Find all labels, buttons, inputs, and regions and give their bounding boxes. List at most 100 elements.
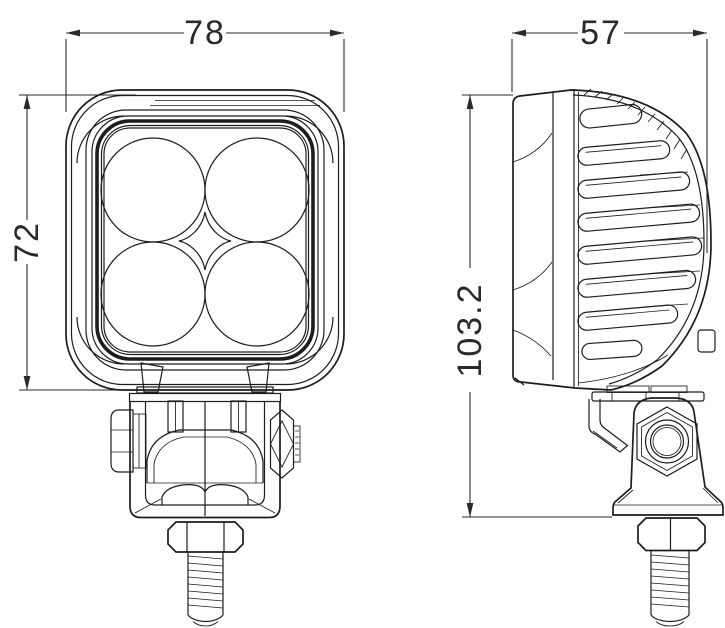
rear-tab bbox=[697, 329, 716, 353]
fin-body bbox=[577, 203, 701, 232]
bottom-inner-curve bbox=[577, 354, 669, 384]
fin-body bbox=[577, 171, 691, 199]
pivot-bolt-stub bbox=[293, 425, 301, 463]
lens-frame bbox=[103, 127, 307, 353]
pivot-hole-mid bbox=[649, 424, 685, 459]
slot-outline bbox=[579, 103, 643, 129]
bezel-ring-2 bbox=[91, 115, 319, 365]
lens-circle bbox=[204, 241, 310, 347]
front-face-curve-top bbox=[512, 132, 553, 163]
bottom-chamfer bbox=[514, 377, 525, 386]
top-edge-hatching bbox=[583, 88, 688, 160]
fin-body bbox=[577, 269, 697, 298]
pivot-nut-right bbox=[269, 409, 301, 479]
dim-front-width-label: 78 bbox=[184, 14, 226, 52]
side-silhouette bbox=[512, 89, 712, 391]
extension-lines bbox=[462, 94, 612, 518]
bezel-seal-band bbox=[95, 119, 315, 361]
mount-hex-nut bbox=[637, 517, 706, 552]
fin-highlight bbox=[585, 176, 682, 186]
neck-left bbox=[140, 362, 164, 393]
fin-body bbox=[577, 304, 679, 331]
stud-tip bbox=[187, 614, 224, 623]
bracket-corner-braces bbox=[134, 498, 276, 514]
bracket-top-plate bbox=[591, 391, 705, 402]
bracket-bell bbox=[612, 397, 724, 516]
yoke-arm-inner bbox=[592, 430, 618, 449]
corner-pad-arcs bbox=[76, 115, 334, 365]
front-housing bbox=[65, 89, 345, 391]
plate-tab-left bbox=[606, 385, 650, 393]
lens-circle bbox=[100, 137, 206, 243]
front-mount bbox=[110, 362, 301, 627]
dim-side-height-label: 103.2 bbox=[451, 282, 489, 377]
plate-tab-right bbox=[650, 385, 688, 393]
front-face-curve-bottom bbox=[512, 329, 552, 357]
fin-highlight bbox=[585, 309, 670, 318]
bracket-yoke-outer bbox=[129, 401, 281, 519]
center-star bbox=[178, 211, 232, 271]
dim-side-depth-label: 57 bbox=[580, 14, 622, 52]
fin-body bbox=[577, 140, 671, 166]
dim-front-height: 72 bbox=[8, 94, 150, 391]
pivot-stub-threads bbox=[295, 430, 299, 456]
front-view: 78 72 bbox=[8, 14, 345, 627]
yoke-arm bbox=[588, 399, 629, 453]
pivot-hole-outer bbox=[644, 419, 690, 464]
bezel-ring-3 bbox=[100, 124, 310, 356]
arrowhead-down bbox=[23, 376, 31, 390]
mount-nut-facets bbox=[186, 522, 225, 552]
bell-flare-folds bbox=[617, 487, 719, 504]
fin-root-lines bbox=[639, 171, 705, 308]
stud-threads bbox=[187, 555, 224, 609]
bolt-head-facets bbox=[111, 429, 133, 453]
dim-side-depth: 57 bbox=[511, 14, 708, 253]
stud-threads bbox=[650, 554, 690, 608]
fin-highlight bbox=[585, 145, 662, 153]
stud-tip-end bbox=[192, 621, 219, 627]
side-view: 57 103.2 bbox=[451, 14, 724, 627]
housing-silhouette bbox=[65, 89, 345, 391]
pivot-hex-boss-inner bbox=[641, 412, 693, 471]
fin-highlight bbox=[585, 208, 692, 219]
heatsink-fin bbox=[577, 236, 703, 265]
arrowhead-up bbox=[23, 95, 31, 109]
fin-highlight bbox=[585, 241, 694, 252]
arrowhead-down bbox=[466, 503, 474, 517]
pivot-nut-hex bbox=[269, 409, 295, 479]
pivot-bolt-left bbox=[110, 409, 147, 473]
heatsink-fin bbox=[577, 171, 691, 199]
body-seam-lines bbox=[552, 89, 575, 388]
dim-front-height-label: 72 bbox=[8, 221, 46, 263]
pivot-hex-boss bbox=[636, 406, 698, 477]
bezel-ring-1 bbox=[85, 109, 325, 371]
dim-front-width: 78 bbox=[65, 14, 345, 112]
threaded-stud-side bbox=[650, 551, 690, 627]
stud-tip-end bbox=[655, 621, 685, 627]
front-lens-array bbox=[100, 137, 310, 347]
swivel-dome-inner bbox=[153, 436, 257, 483]
housing-inner-outline bbox=[70, 94, 340, 386]
inner-nut-crown bbox=[161, 484, 249, 505]
bolt-washer bbox=[132, 413, 147, 469]
swivel-dome-outer bbox=[146, 429, 264, 483]
heatsink-bottom-slot bbox=[581, 339, 643, 361]
heatsink-top-slot bbox=[579, 103, 643, 129]
mount-hex-nut bbox=[167, 521, 244, 553]
extension-lines bbox=[511, 39, 708, 253]
arrowhead-right bbox=[693, 29, 707, 37]
pivot-nut-facets bbox=[270, 420, 294, 468]
lens-circle bbox=[204, 137, 310, 243]
clamp-jaw-lines bbox=[175, 401, 239, 432]
dim-side-height: 103.2 bbox=[451, 94, 612, 518]
heatsink-fin bbox=[577, 269, 697, 298]
arrowhead-left bbox=[512, 29, 526, 37]
threaded-stud-front bbox=[187, 552, 224, 627]
bracket-top-plate bbox=[128, 392, 282, 403]
lens-circle bbox=[100, 241, 206, 347]
fin-body bbox=[577, 236, 703, 265]
neck-right bbox=[246, 362, 270, 393]
extension-lines bbox=[65, 39, 345, 112]
pivot-hole-inner bbox=[652, 427, 682, 456]
